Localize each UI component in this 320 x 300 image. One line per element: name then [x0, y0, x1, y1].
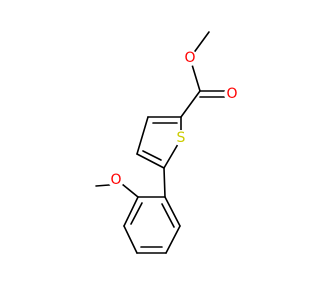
structure-canvas: O O S O: [95, 31, 238, 254]
thiophene-sulfur-label: S: [177, 130, 186, 146]
bond-carbonyl-c2: [180, 90, 201, 118]
bond-c5-phenyl: [163, 167, 166, 198]
bond-ph-5-6: [165, 225, 181, 254]
ester-carbonyl-oxygen-label: O: [226, 86, 237, 102]
methoxy-oxygen-label: O: [110, 172, 121, 188]
bond-ph-inner-a: [130, 202, 143, 225]
bond-c5-c4: [136, 153, 165, 169]
bond-ph-2-3: [123, 196, 139, 227]
bond-c4-c5-inner: [142, 150, 162, 161]
bond-ph-6-1: [164, 196, 181, 227]
molecule-drawing: O O S O: [95, 31, 238, 254]
bond-c4-c3: [136, 116, 149, 155]
bond-phenyl-methoxy-o: [121, 183, 139, 198]
bond-ph-3-4: [123, 225, 138, 254]
bond-ph-inner-c: [161, 203, 175, 228]
ester-ether-oxygen-label: O: [184, 50, 195, 66]
